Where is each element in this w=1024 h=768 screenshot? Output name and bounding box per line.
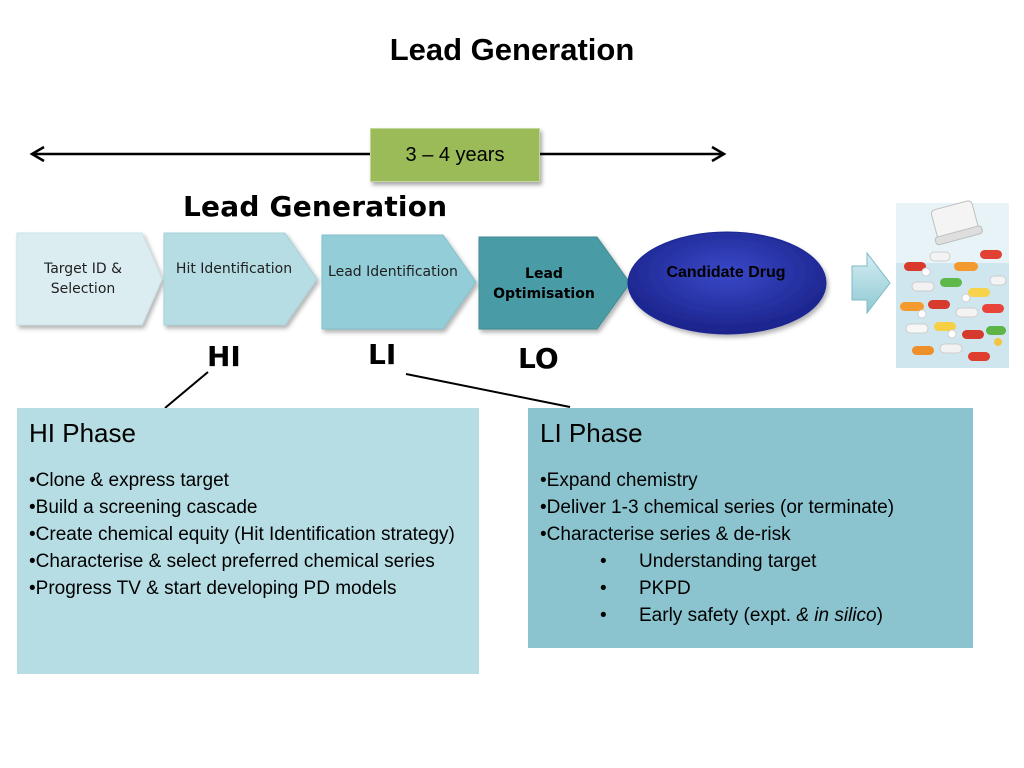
step-hit-id-shape <box>163 232 318 326</box>
hi-phase-box: HI Phase •Clone & express target •Build … <box>17 408 479 674</box>
duration-label: 3 – 4 years <box>405 143 505 166</box>
phase-code-hi: HI <box>207 340 241 373</box>
phase-code-lo: LO <box>518 342 559 375</box>
hi-connector <box>164 371 209 409</box>
candidate-drug-label: Candidate Drug <box>666 264 786 281</box>
pills-photo-icon <box>896 200 1009 368</box>
li-phase-list: •Expand chemistry •Deliver 1-3 chemical … <box>540 467 961 548</box>
chain-title: Lead Generation <box>183 190 448 223</box>
sub-item-suffix: ) <box>876 605 883 626</box>
li-connector <box>405 373 571 408</box>
step-lead-opt-shape <box>478 236 631 330</box>
step-target-id-shape <box>16 232 163 326</box>
bullet-icon: • <box>600 551 607 572</box>
list-item: •Expand chemistry <box>540 470 698 491</box>
candidate-drug-shape <box>627 231 827 335</box>
duration-box: 3 – 4 years <box>370 128 540 182</box>
sub-item-text: Understanding target <box>639 551 817 572</box>
sub-list-item: • Understanding target <box>540 548 961 575</box>
bullet-icon: • <box>600 605 607 626</box>
hi-phase-list: •Clone & express target •Build a screeni… <box>29 467 467 602</box>
sub-list-item: • PKPD <box>540 575 961 602</box>
list-item: •Build a screening cascade <box>29 497 258 518</box>
step-lead-id-label: Lead Identification <box>328 264 458 280</box>
bullet-icon: • <box>600 578 607 599</box>
step-lead-opt-label: Lead Optimisation <box>493 266 595 302</box>
sub-item-text: Early safety (expt. <box>639 605 797 626</box>
list-item: •Clone & express target <box>29 470 229 491</box>
step-hit-id-label: Hit Identification <box>175 261 293 277</box>
step-target-id-label: Target ID & Selection <box>43 261 123 297</box>
li-phase-title: LI Phase <box>540 418 643 448</box>
sub-list-item: • Early safety (expt. & in silico) <box>540 602 961 629</box>
step-lead-id-shape <box>321 234 477 330</box>
page-title: Lead Generation <box>389 32 635 67</box>
list-item: •Create chemical equity (Hit Identificat… <box>29 524 455 545</box>
list-item: •Characterise & select preferred chemica… <box>29 551 435 572</box>
sub-item-text: PKPD <box>639 578 691 599</box>
list-item: •Progress TV & start developing PD model… <box>29 578 397 599</box>
next-arrow-shape <box>851 251 891 315</box>
timeline-arrow <box>29 145 727 163</box>
sub-item-italic: & in silico <box>796 605 877 626</box>
list-item: •Deliver 1-3 chemical series (or termina… <box>540 497 895 518</box>
li-phase-sub-list: • Understanding target • PKPD • Early safet… <box>540 548 961 629</box>
li-phase-box: LI Phase •Expand chemistry •Deliver 1-3 … <box>528 408 973 648</box>
hi-phase-title: HI Phase <box>29 418 136 448</box>
list-item: •Characterise series & de-risk <box>540 524 791 545</box>
phase-code-li: LI <box>368 338 397 371</box>
